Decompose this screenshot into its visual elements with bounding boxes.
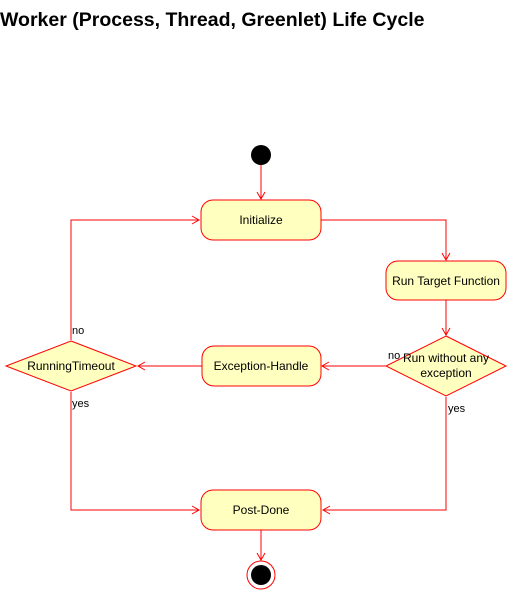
post-done-node: Post-Done — [200, 489, 322, 531]
edge-initialize-to-run-target — [321, 219, 451, 262]
edge-label-decision-yes: yes — [448, 403, 466, 415]
post-done-label: Post-Done — [233, 503, 290, 517]
exception-handle-node: Exception-Handle — [201, 345, 322, 387]
edge-decision-to-post-done — [321, 397, 447, 515]
edge-label-decision-no: no — [388, 350, 400, 362]
edge-running-timeout-to-post-done — [70, 392, 201, 515]
decision-label-line2: exception — [420, 366, 471, 380]
running-timeout-label: RunningTimeout — [27, 359, 115, 373]
exception-handle-label: Exception-Handle — [214, 359, 309, 373]
run-without-exception-decision: Run without any exception — [384, 335, 508, 397]
start-node — [251, 145, 271, 165]
edge-running-timeout-to-initialize — [70, 215, 201, 340]
edge-label-timeout-yes: yes — [72, 398, 90, 410]
running-timeout-decision: RunningTimeout — [4, 340, 138, 392]
run-target-function-node: Run Target Function — [385, 260, 507, 301]
diagram-title: Worker (Process, Thread, Greenlet) Life … — [0, 9, 425, 31]
edge-label-timeout-no: no — [72, 325, 84, 337]
decision-label-line1: Run without any — [403, 351, 489, 365]
run-target-function-label: Run Target Function — [392, 274, 500, 288]
initialize-node: Initialize — [200, 199, 322, 241]
initialize-label: Initialize — [239, 213, 283, 227]
end-node — [246, 560, 276, 590]
